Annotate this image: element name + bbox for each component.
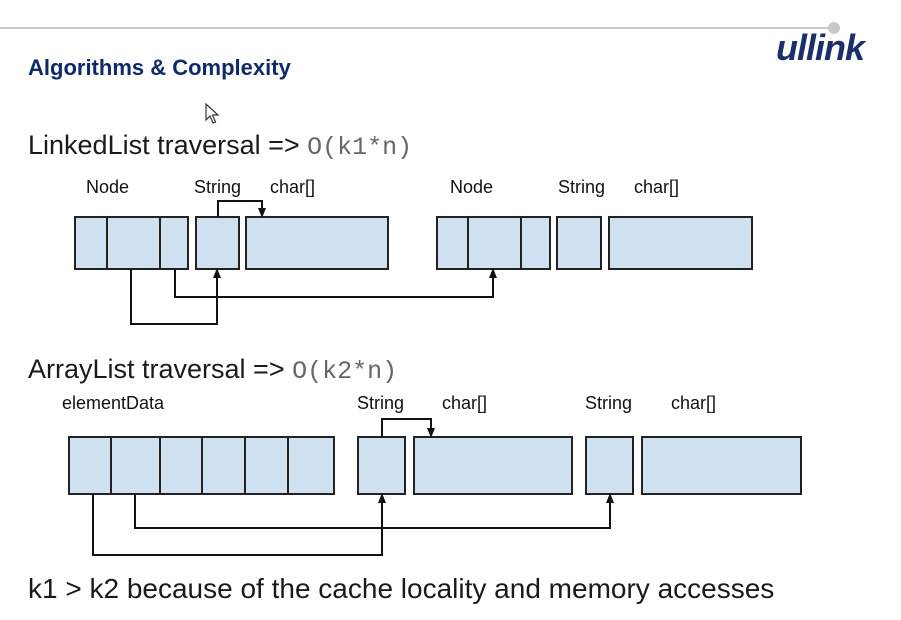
- slide-title: Algorithms & Complexity: [28, 55, 291, 80]
- char-array-a1-box: [413, 436, 573, 495]
- elementdata-cell-6: [287, 436, 335, 495]
- string-a1-box: [357, 436, 406, 495]
- element1-to-string-a2-arrow: [134, 493, 614, 529]
- ullink-logo: ullink: [776, 27, 865, 68]
- node1-cell-3: [159, 216, 189, 270]
- conclusion-text: k1 > k2 because of the cache locality an…: [28, 573, 775, 604]
- node2-cell-1: [436, 216, 469, 270]
- char-array1-box: [245, 216, 389, 270]
- string2-box: [556, 216, 602, 270]
- node1-to-string1-arrow: [130, 268, 221, 325]
- elementdata-cell-2: [110, 436, 161, 495]
- label-char-array-a2: char[]: [671, 393, 716, 413]
- label-char-array-a1: char[]: [442, 393, 487, 413]
- header-divider: [0, 27, 840, 29]
- elementdata-cell-4: [201, 436, 246, 495]
- linkedlist-heading: LinkedList traversal => O(k1*n): [28, 130, 412, 162]
- node2-cell-2: [467, 216, 522, 270]
- string-a2-box: [585, 436, 634, 495]
- arraylist-heading: ArrayList traversal => O(k2*n): [28, 354, 397, 386]
- element0-to-string-a1-arrow: [92, 493, 386, 556]
- label-string-a2: String: [585, 393, 632, 413]
- arraylist-heading-text: ArrayList traversal =>: [28, 354, 293, 384]
- mouse-pointer-icon: [205, 103, 220, 124]
- arraylist-complexity: O(k2*n): [292, 357, 398, 386]
- label-string-a1: String: [357, 393, 404, 413]
- label-string-1: String: [194, 177, 241, 197]
- string1-box: [195, 216, 240, 270]
- elementdata-cell-5: [244, 436, 289, 495]
- label-node-1: Node: [86, 177, 129, 197]
- label-char-array-1: char[]: [270, 177, 315, 197]
- node1-cell-2: [106, 216, 161, 270]
- linkedlist-heading-text: LinkedList traversal =>: [28, 130, 308, 160]
- elementdata-cell-3: [159, 436, 203, 495]
- string-a1-to-char-arrow: [381, 418, 435, 438]
- logo-dot-icon: [828, 22, 840, 34]
- arraylist-diagram: elementData String char[] String char[]: [62, 393, 802, 556]
- elementdata-cell-1: [68, 436, 112, 495]
- node1-cell-1: [74, 216, 108, 270]
- label-string-2: String: [558, 177, 605, 197]
- linkedlist-diagram: Node String char[] Node String char[]: [74, 177, 753, 325]
- label-elementdata: elementData: [62, 393, 165, 413]
- label-char-array-2: char[]: [634, 177, 679, 197]
- char-array2-box: [608, 216, 753, 270]
- node1-to-node2-arrow: [174, 268, 497, 298]
- char-array-a2-box: [641, 436, 802, 495]
- node2-cell-3: [520, 216, 551, 270]
- label-node-2: Node: [450, 177, 493, 197]
- linkedlist-complexity: O(k1*n): [307, 133, 413, 162]
- string1-to-char-arrow: [217, 200, 266, 218]
